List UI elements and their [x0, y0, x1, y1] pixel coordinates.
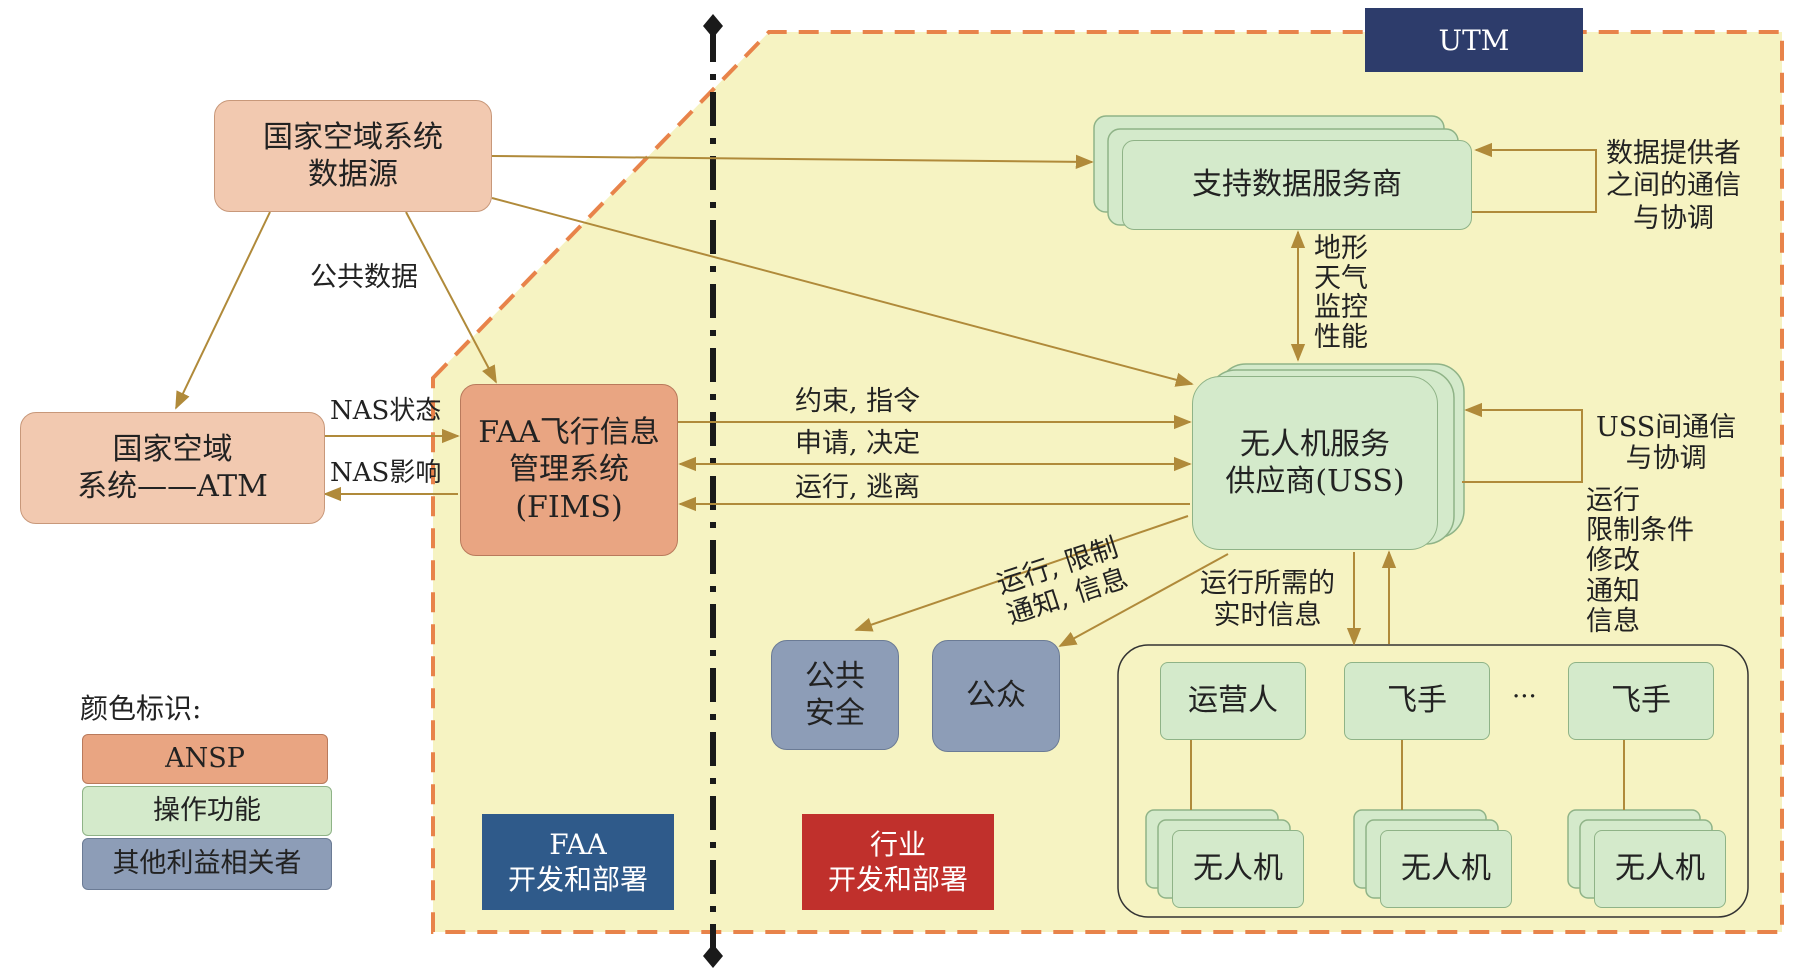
- industry-zone-label: 行业 开发和部署: [802, 814, 994, 910]
- divider-top-diamond: [703, 14, 723, 38]
- pilot-node-1[interactable]: 飞手: [1344, 662, 1490, 740]
- utm-header: UTM: [1365, 8, 1583, 72]
- arrow-nasdata-fims: [405, 211, 497, 384]
- arrow-nasdata-atm: [175, 211, 271, 410]
- realtime-label: 运行所需的 实时信息: [1200, 568, 1335, 631]
- nas-atm-label: 国家空域 系统——ATM: [77, 431, 268, 505]
- public-node[interactable]: 公众: [932, 640, 1060, 752]
- nas-impact-label: NAS影响: [330, 458, 442, 488]
- public-data-label: 公共数据: [310, 262, 418, 293]
- pilot-label-1: 飞手: [1387, 683, 1447, 719]
- support-data-services-node[interactable]: 支持数据服务商: [1122, 140, 1472, 230]
- fims-label: FAA飞行信息 管理系统 (FIMS): [478, 414, 660, 525]
- nas-data-sources-node[interactable]: 国家空域系统 数据源: [214, 100, 492, 212]
- arrow-nasdata-uss: [491, 197, 1194, 387]
- provider-comm-label: 数据提供者 之间的通信 与协调: [1606, 138, 1741, 234]
- legend-item-ansp: ANSP: [82, 734, 328, 784]
- constraints-label: 约束, 指令: [795, 386, 921, 417]
- legend-item-operations: 操作功能: [82, 786, 332, 836]
- operation-label: 运行, 逃离: [795, 472, 921, 503]
- nas-atm-node[interactable]: 国家空域 系统——ATM: [20, 412, 325, 524]
- legend-label-stakeholders: 其他利益相关者: [112, 848, 302, 880]
- sds-info-label: 地形 天气 监控 性能: [1314, 233, 1368, 354]
- uss-comm-label: USS间通信 与协调: [1596, 412, 1737, 475]
- divider-bottom-diamond: [703, 944, 723, 968]
- legend-label-operations: 操作功能: [153, 795, 261, 827]
- uss-node[interactable]: 无人机服务 供应商(USS): [1192, 376, 1438, 550]
- public-safety-label: 公共 安全: [805, 658, 865, 732]
- arrow-uss-public-safety: [854, 515, 1189, 632]
- support-data-services-label: 支持数据服务商: [1192, 167, 1402, 203]
- pilot-node-2[interactable]: 飞手: [1568, 662, 1714, 740]
- legend-label-ansp: ANSP: [165, 743, 245, 775]
- public-safety-node[interactable]: 公共 安全: [771, 640, 899, 750]
- operator-node[interactable]: 运营人: [1160, 662, 1306, 740]
- drone-label-3: 无人机: [1615, 851, 1705, 887]
- nas-state-label: NAS状态: [330, 396, 442, 426]
- drone-node-3[interactable]: 无人机: [1594, 830, 1726, 908]
- pilots-ellipsis: ···: [1512, 682, 1537, 712]
- operators-group: [1117, 644, 1749, 918]
- uss-ops-label: 运行 限制条件 修改 通知 信息: [1586, 485, 1694, 637]
- drone-label-1: 无人机: [1193, 851, 1283, 887]
- public-label: 公众: [966, 678, 1026, 714]
- request-label: 申请, 决定: [795, 428, 921, 459]
- uss-label: 无人机服务 供应商(USS): [1225, 426, 1405, 500]
- pilot-label-2: 飞手: [1611, 683, 1671, 719]
- legend-title: 颜色标识:: [80, 692, 202, 725]
- legend-item-stakeholders: 其他利益相关者: [82, 838, 332, 890]
- drone-node-1[interactable]: 无人机: [1172, 830, 1304, 908]
- fims-node[interactable]: FAA飞行信息 管理系统 (FIMS): [460, 384, 678, 556]
- arrow-provider-loop: [1472, 142, 1597, 213]
- operator-label: 运营人: [1188, 683, 1278, 719]
- arrow-uss-loop: [1462, 402, 1583, 483]
- nas-data-sources-label: 国家空域系统 数据源: [263, 119, 443, 193]
- arrow-uss-public: [1058, 553, 1229, 647]
- drone-label-2: 无人机: [1401, 851, 1491, 887]
- arrow-nasdata-sds: [491, 154, 1094, 170]
- faa-zone-label: FAA 开发和部署: [482, 814, 674, 910]
- drone-node-2[interactable]: 无人机: [1380, 830, 1512, 908]
